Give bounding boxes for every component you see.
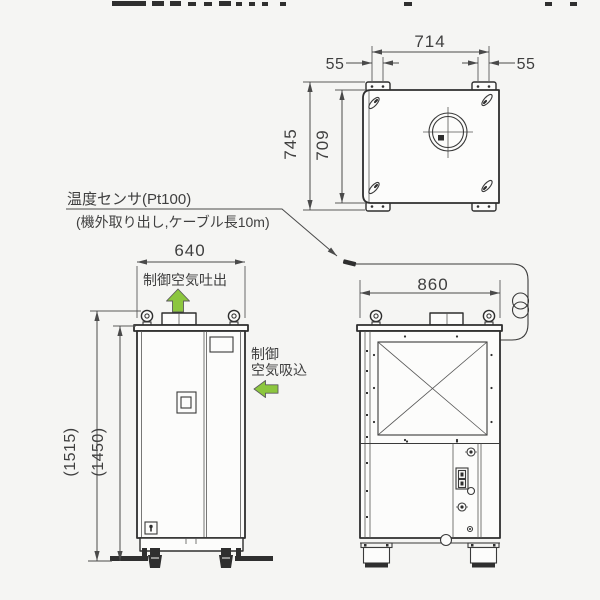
connector-strip (452, 443, 482, 538)
dim-text-709: 709 (313, 129, 332, 160)
air-intake-arrow-icon (253, 380, 279, 398)
top-view: 714 55 55 745 709 (281, 32, 535, 212)
cropped-title-strip (112, 1, 577, 6)
port-circle-icon (466, 486, 476, 496)
air-discharge-label: 制御空気吐出 (143, 272, 227, 288)
sensor-label-line2: (機外取り出し,ケーブル長10m) (76, 214, 270, 230)
side-view: 860 (356, 275, 503, 568)
top-view-body (362, 89, 500, 204)
dim-top-offset-left: 55 (326, 56, 399, 81)
floor-bracket-icon (110, 548, 273, 561)
duct-flange-icon (429, 312, 464, 326)
dim-top-width: 714 (371, 32, 490, 81)
dim-top-depth-overall: 745 (281, 81, 365, 211)
dim-front-height-overall: (1515) (62, 310, 141, 561)
bolt-icon (465, 447, 477, 457)
nameplate (209, 336, 234, 353)
corner-slot-icon (368, 93, 493, 195)
front-base (88, 537, 273, 568)
top-opening-icon (423, 107, 473, 158)
dim-text-1450: (1450) (90, 427, 107, 476)
dim-text-860: 860 (417, 275, 448, 294)
bolt-icon (456, 502, 468, 512)
caution-label-icon (144, 521, 158, 535)
air-intake-label-line1: 制御 (251, 346, 279, 362)
mounting-tab-icon (365, 81, 497, 212)
dim-text-1515: (1515) (62, 427, 79, 476)
duct-flange-icon (161, 312, 197, 326)
dim-text-55-right: 55 (517, 56, 536, 73)
side-leg-icon (467, 542, 500, 568)
sensor-callout: 温度センサ(Pt100) (機外取り出し,ケーブル長10m) (66, 191, 530, 341)
cable-coil-icon (511, 292, 530, 319)
dim-text-640: 640 (174, 241, 205, 260)
temperature-sensor-icon (342, 259, 357, 267)
dim-text-745: 745 (281, 128, 300, 159)
lifting-eye-bolt-icon (140, 309, 241, 327)
dim-text-55-left: 55 (326, 56, 345, 73)
cable-gland-icon (439, 533, 453, 547)
hinge-ticks (366, 350, 368, 518)
side-leg-icon (360, 542, 393, 568)
small-port-icon (466, 525, 474, 533)
dim-front-height-body: (1450) (90, 325, 136, 561)
sensor-label-line1: 温度センサ(Pt100) (67, 191, 191, 208)
dim-top-depth-body: 709 (313, 89, 366, 204)
terminal-connector-icon (455, 467, 469, 490)
dim-top-offset-right: 55 (462, 56, 535, 81)
air-discharge-arrow-icon (166, 288, 190, 313)
leveling-foot-icon (148, 548, 233, 568)
air-intake-label-line2: 空気吸込 (251, 362, 307, 378)
dim-side-width: 860 (359, 275, 501, 318)
door-latch-icon (176, 391, 197, 414)
dim-front-width: 640 (136, 241, 246, 318)
filter-x-panel-icon (372, 335, 493, 442)
front-view: 640 制御空気吐出 (62, 241, 307, 568)
dim-text-714: 714 (414, 32, 445, 51)
side-base (360, 533, 500, 568)
front-cabinet-body (136, 330, 246, 539)
